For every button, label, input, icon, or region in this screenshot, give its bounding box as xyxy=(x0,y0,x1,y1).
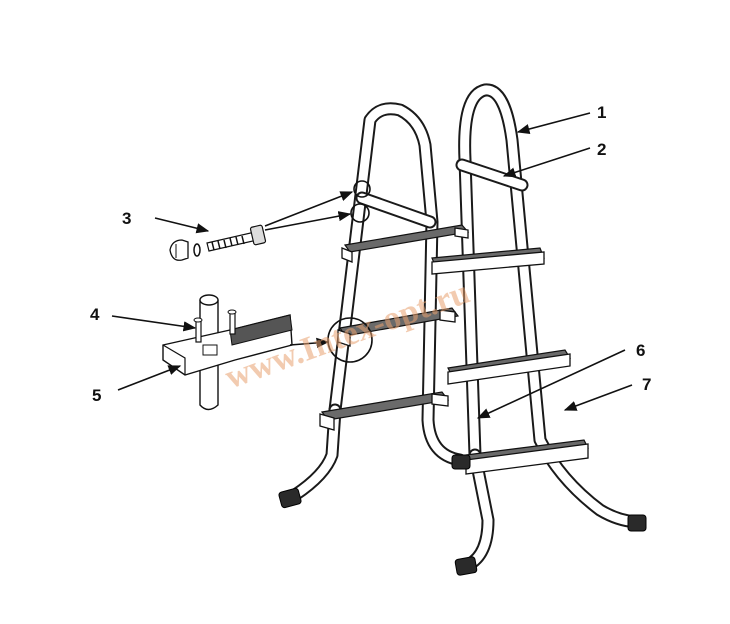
back-step-1 xyxy=(341,224,470,263)
callout-3: 3 xyxy=(122,209,131,228)
callout-2: 2 xyxy=(597,140,606,159)
detail-circle-upper xyxy=(353,180,371,198)
back-step-3 xyxy=(319,391,450,431)
washer-icon xyxy=(193,243,201,257)
front-step-1 xyxy=(431,247,545,275)
callout-6: 6 xyxy=(636,341,645,360)
callout-1: 1 xyxy=(597,103,606,122)
back-frame xyxy=(288,102,467,502)
front-step-3 xyxy=(465,439,589,475)
callout-4: 4 xyxy=(90,305,100,324)
foot-left xyxy=(278,487,302,509)
foot-front-left xyxy=(454,556,478,576)
front-steps xyxy=(431,247,589,475)
callout-labels: 1 2 3 4 5 6 7 xyxy=(90,103,651,405)
step-bracket-detail-icon xyxy=(162,294,293,411)
foot-back-right xyxy=(451,454,471,470)
front-step-2 xyxy=(447,349,571,385)
foot-front-right xyxy=(627,514,647,532)
callout-7: 7 xyxy=(642,375,651,394)
bolt-icon xyxy=(206,224,267,252)
leader-lines xyxy=(111,112,633,419)
feet xyxy=(278,454,647,576)
callout-5: 5 xyxy=(92,386,101,405)
cap-nut-icon xyxy=(169,239,189,261)
